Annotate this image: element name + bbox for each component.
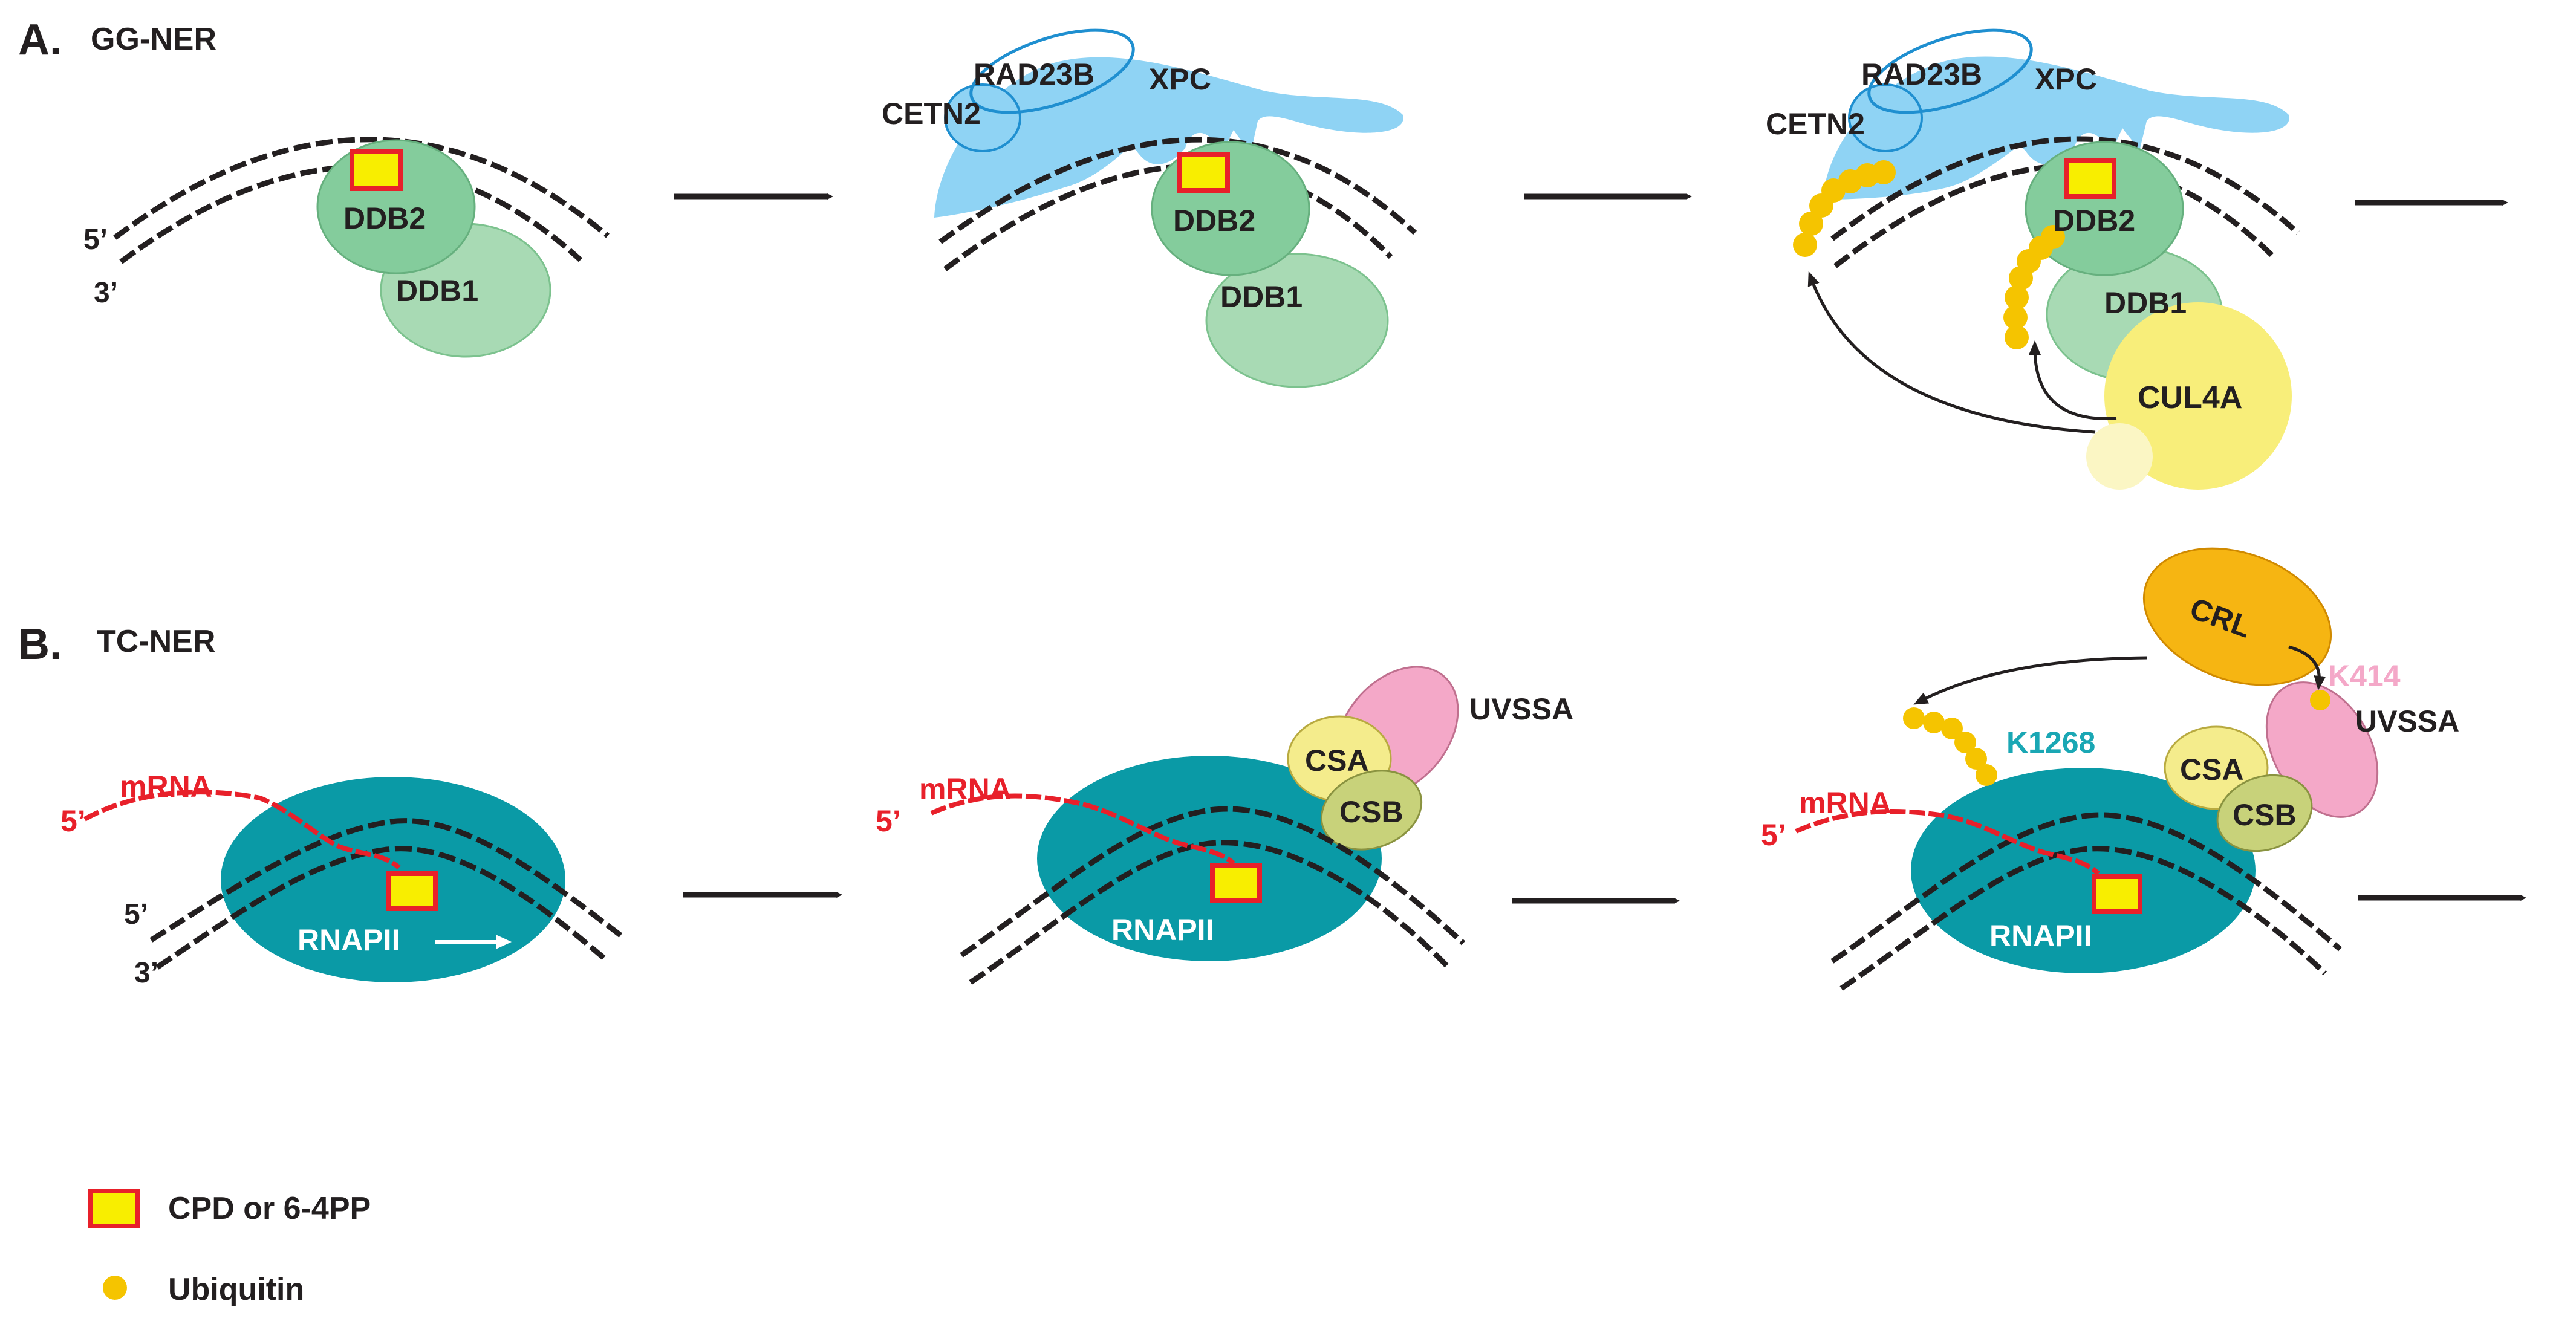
gg-ner-stage-2: DDB2 DDB1 XPC RAD23B CETN2 [882,28,1417,388]
cetn2-protein [1848,83,1923,152]
k414-label: K414 [2328,659,2401,693]
tc-ner-stage-1: RNAPII mRNA 5’ 5’ 3’ [60,770,625,989]
mrna-strand [1795,809,2100,875]
uvssa-label: UVSSA [1469,692,1573,726]
ddb1-label: DDB1 [396,274,478,308]
mrna-strand [83,790,401,870]
ubiquitination-arrow-rnapii [1913,656,2147,705]
lesion-icon [1210,863,1262,903]
legend-ubiquitin-label: Ubiquitin [168,1272,304,1307]
cul4a-adaptor [2086,423,2153,490]
rnapii-label: RNAPII [298,923,400,957]
csb-label: CSB [1339,795,1403,829]
dna-strand-bottom [969,840,1451,985]
ubiquitination-arrow-cetn2 [1807,271,2096,434]
dna-strand-top [1830,136,2300,241]
tc-ner-stage-2: RNAPII mRNA 5’ CSA CSB UVSSA [876,666,1573,985]
ubiquitination-arrow-uvssa [2288,645,2326,690]
legend-ubiquitin-icon [103,1276,127,1300]
xpc-label: XPC [1149,62,1211,96]
rad23b-label: RAD23B [974,57,1094,91]
csb-protein [2216,774,2313,852]
ddb2-label: DDB2 [343,201,426,235]
crl-protein [2142,547,2332,686]
uvssa-label: UVSSA [2355,704,2459,738]
csb-protein [1320,770,1423,851]
ubiquitination-arrow-ddb2 [2029,340,2117,420]
rnapii-protein [1037,756,1382,961]
ddb1-label: DDB1 [2104,286,2187,320]
legend: CPD or 6-4PP Ubiquitin [88,1189,371,1307]
dna-strand-top [113,137,610,240]
csb-label: CSB [2233,798,2297,832]
gg-ner-stage-3: DDB2 DDB1 XPC RAD23B CETN2 CUL4A [1766,28,2300,490]
dna-strand-bottom [119,164,583,264]
ubiquitin-chain-rnapii [1903,707,1997,786]
panel-b-letter: B. [18,620,62,669]
legend-lesion-icon [88,1189,140,1228]
ubiquitin-chain-cetn2 [1793,160,1896,257]
ubiquitin-uvssa [2310,690,2330,710]
mrna-five-prime-label: 5’ [1761,818,1786,852]
k1268-label: K1268 [2006,725,2095,759]
csa-label: CSA [1305,744,1369,777]
dna-strand-bottom [1839,846,2327,991]
dna-strand-top [960,806,1466,958]
panel-a-letter: A. [18,16,62,64]
three-prime-label: 3’ [134,957,158,989]
lesion-icon [386,871,438,911]
mrna-five-prime-label: 5’ [876,804,901,838]
rnapii-protein [1911,768,2256,973]
mrna-five-prime-label: 5’ [60,804,86,838]
mrna-label: mRNA [919,772,1012,806]
tc-ner-stage-3: RNAPII mRNA 5’ CSA CSB CRL UVSSA K1268 K… [1761,547,2459,991]
ddb2-label: DDB2 [1173,204,1255,238]
ddb1-label: DDB1 [1220,280,1303,314]
lesion-icon [2092,874,2142,914]
mrna-label: mRNA [1799,786,1891,820]
rad23b-protein [969,28,1135,114]
dna-strand-top [938,137,1417,244]
lesion-icon [2064,158,2116,199]
cetn2-protein [944,83,1021,152]
mrna-strand [930,793,1235,866]
rad23b-protein [1867,28,2033,114]
ddb2-label: DDB2 [2053,204,2135,238]
rnapii-label: RNAPII [1111,913,1214,947]
transcription-direction-arrowhead [496,935,512,949]
cul4a-protein [2104,302,2292,490]
lesion-icon [350,149,403,191]
cul4a-label: CUL4A [2138,380,2242,415]
five-prime-label: 5’ [83,224,108,256]
dna-strand-top [149,818,625,943]
three-prime-label: 3’ [94,277,118,309]
rad23b-label: RAD23B [1861,57,1982,91]
legend-lesion-label: CPD or 6-4PP [168,1191,371,1226]
xpc-protein [1823,56,2289,200]
panel-a-title: GG-NER [91,22,216,57]
cetn2-label: CETN2 [882,97,981,131]
xpc-protein [934,57,1403,218]
dna-strand-bottom [155,846,610,970]
ddb1-protein [1205,253,1389,388]
csa-label: CSA [2180,753,2244,787]
dna-strand-top [1830,812,2342,964]
lesion-icon [1177,152,1230,193]
xpc-label: XPC [2035,62,2097,96]
five-prime-label: 5’ [124,898,148,930]
gg-ner-stage-1: DDB2 DDB1 5’ 3’ [83,137,610,358]
mrna-label: mRNA [120,770,212,803]
cetn2-label: CETN2 [1766,107,1865,141]
rnapii-label: RNAPII [1989,919,2092,953]
panel-b-title: TC-NER [97,624,215,659]
ubiquitin-chain-ddb2 [2003,225,2065,349]
